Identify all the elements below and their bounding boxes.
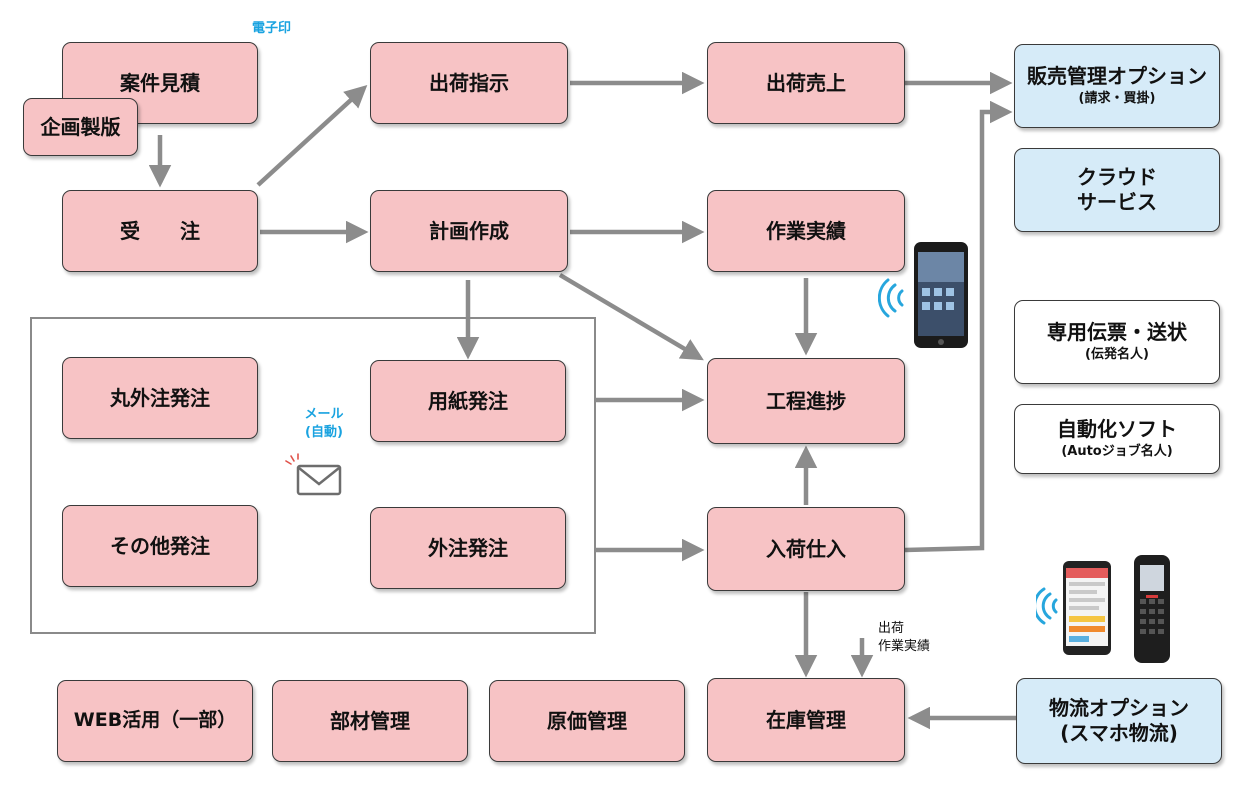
wifi-icon xyxy=(878,278,904,318)
box-zaiko-kanri[interactable]: 在庫管理 xyxy=(707,678,905,762)
box-maru-gaichu-hatchu[interactable]: 丸外注発注 xyxy=(62,357,258,439)
label-denshi-in: 電子印 xyxy=(252,21,292,36)
box-senyo-denpyo[interactable]: 専用伝票・送状 (伝発名人) xyxy=(1014,300,1220,384)
arrow-keikaku-to-koutei xyxy=(558,273,704,361)
jidoka-title: 自動化ソフト xyxy=(1057,417,1177,442)
arrow-nyuka-to-hanbai xyxy=(904,100,1013,553)
mail-icon xyxy=(285,453,342,496)
arrow-juchu-to-shiji xyxy=(256,84,368,187)
label-shukka-sagyo-jisseki: 出荷 作業実績 xyxy=(878,620,930,655)
box-nyuka-shiire[interactable]: 入荷仕入 xyxy=(707,507,905,591)
box-buzai-kanri[interactable]: 部材管理 xyxy=(272,680,468,762)
box-sagyo-jisseki[interactable]: 作業実績 xyxy=(707,190,905,272)
jidoka-sub: (Autoジョブ名人) xyxy=(1061,444,1173,460)
senyo-title: 専用伝票・送状 xyxy=(1047,320,1187,345)
box-kikaku-seihan[interactable]: 企画製版 xyxy=(23,98,138,156)
box-jidoka-soft[interactable]: 自動化ソフト (Autoジョブ名人) xyxy=(1014,404,1220,474)
box-gaichu-hatchu[interactable]: 外注発注 xyxy=(370,507,566,589)
senyo-sub: (伝発名人) xyxy=(1085,347,1149,363)
tablet-icon xyxy=(914,242,968,348)
mail-line1: メール xyxy=(304,407,344,422)
label-mail-auto: メール (自動) xyxy=(296,406,352,441)
box-web-katsuyo[interactable]: WEB活用（一部） xyxy=(57,680,253,762)
wifi-icon-2 xyxy=(1036,587,1058,625)
box-juchu[interactable]: 受 注 xyxy=(62,190,258,272)
butsuryu-line2: (スマホ物流) xyxy=(1060,721,1178,745)
box-keikaku-sakusei[interactable]: 計画作成 xyxy=(370,190,568,272)
box-genka-kanri[interactable]: 原価管理 xyxy=(489,680,685,762)
box-shukka-uriage[interactable]: 出荷売上 xyxy=(707,42,905,124)
box-koutei-shinchoku[interactable]: 工程進捗 xyxy=(707,358,905,444)
box-hanbai-kanri-option[interactable]: 販売管理オプション (請求・買掛) xyxy=(1014,44,1220,128)
box-yoshi-hatchu[interactable]: 用紙発注 xyxy=(370,360,566,442)
box-sonota-hatchu[interactable]: その他発注 xyxy=(62,505,258,587)
hanbai-option-title: 販売管理オプション xyxy=(1027,64,1207,89)
hanbai-option-sub: (請求・買掛) xyxy=(1078,91,1156,107)
order-group-frame xyxy=(30,317,596,634)
box-butsuryu-option[interactable]: 物流オプション (スマホ物流) xyxy=(1016,678,1222,764)
box-shukka-shiji[interactable]: 出荷指示 xyxy=(370,42,568,124)
smartphone-icon xyxy=(1063,561,1111,655)
cloud-line1: クラウド xyxy=(1077,165,1157,189)
mail-line2: (自動) xyxy=(305,424,343,440)
box-cloud-service[interactable]: クラウド サービス xyxy=(1014,148,1220,232)
butsuryu-line1: 物流オプション xyxy=(1049,696,1189,720)
handheld-scanner-icon xyxy=(1134,555,1170,663)
shukka-line2: 作業実績 xyxy=(878,638,931,654)
shukka-line1: 出荷 xyxy=(878,621,905,636)
cloud-line2: サービス xyxy=(1077,190,1157,214)
